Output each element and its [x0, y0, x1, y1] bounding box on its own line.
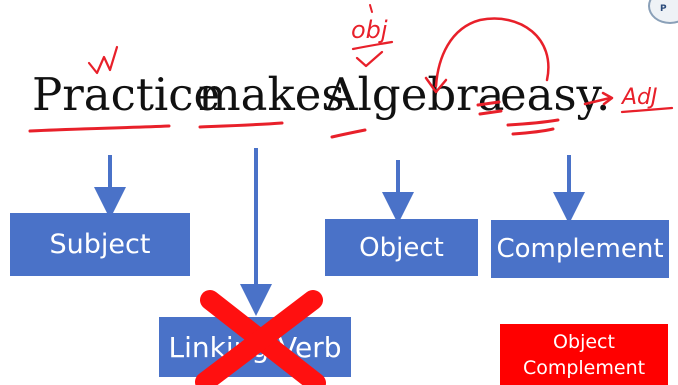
underline-easy-2: [511, 127, 555, 136]
underline-practice: [28, 124, 171, 133]
subject-label: Subject: [49, 229, 151, 260]
obj-check: [355, 50, 384, 68]
underline-algebra: [330, 128, 367, 139]
adj-arrow-shaft: [583, 96, 612, 106]
curved-arrow: [434, 17, 550, 88]
word-practice: Practice: [32, 68, 221, 121]
curved-arrow-head: [424, 76, 448, 94]
equals-bottom: [478, 109, 503, 116]
complement-box: Complement: [491, 220, 669, 278]
underline-makes: [198, 121, 284, 129]
subject-box: Subject: [10, 213, 190, 276]
logo-text: P: [660, 4, 667, 14]
object-complement-box: Object Complement: [500, 324, 668, 385]
obj-note: obj: [351, 16, 388, 44]
object-label: Object: [359, 232, 444, 263]
word-easy: easy.: [500, 68, 611, 121]
object-box: Object: [325, 219, 478, 276]
word-makes: makes: [198, 68, 345, 121]
object-complement-line2: Complement: [522, 356, 646, 379]
underline-easy-1: [506, 118, 560, 127]
check-mark-scribble: [87, 45, 119, 75]
adj-arrow-head: [601, 91, 614, 106]
complement-label: Complement: [496, 234, 664, 264]
adj-underline: [620, 106, 674, 114]
adj-note: AdJ: [620, 85, 658, 110]
word-algebra: Algebra: [325, 68, 505, 121]
cross-stroke-2: [195, 290, 323, 385]
object-complement-line1: Object: [553, 330, 615, 353]
equals-top: [476, 100, 501, 107]
obj-tick-mark: [369, 4, 373, 13]
obj-underline-1: [351, 40, 394, 51]
